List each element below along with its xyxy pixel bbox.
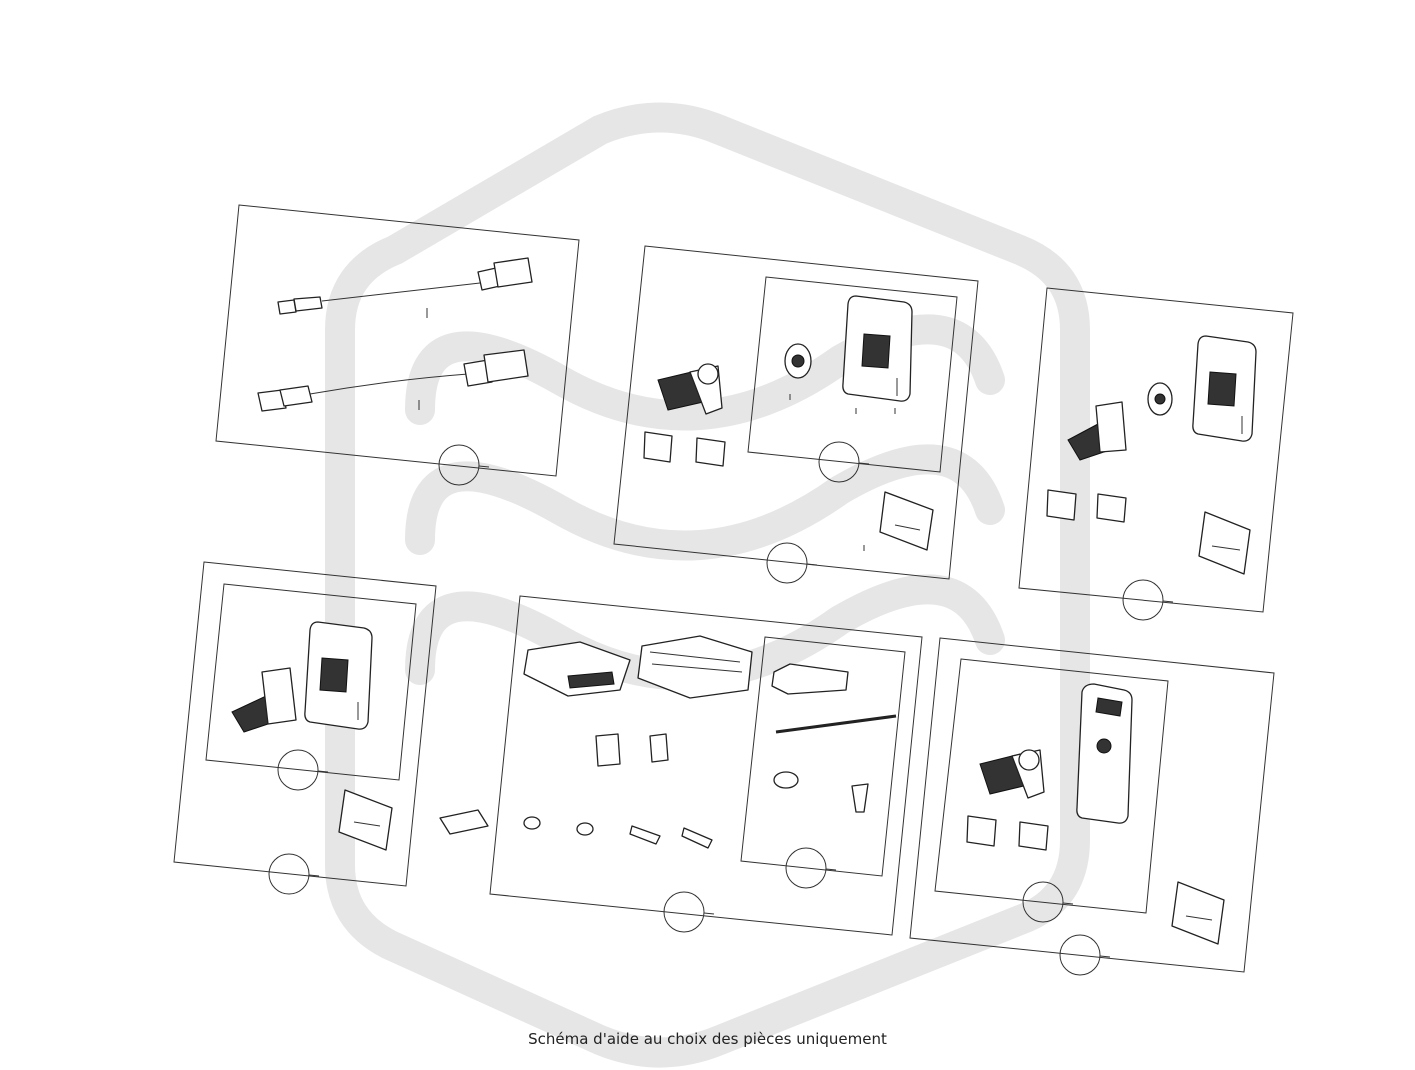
camera-lens bbox=[784, 343, 812, 379]
fuse-box bbox=[637, 635, 753, 699]
camera-bracket bbox=[1067, 401, 1127, 461]
adhesive-pad bbox=[338, 789, 393, 851]
box-camera-kit-1 bbox=[613, 245, 979, 584]
clip-pair bbox=[643, 431, 726, 467]
callout-circle bbox=[1122, 579, 1164, 621]
box-camera-kit-4 bbox=[909, 637, 1275, 976]
push-clips bbox=[773, 771, 869, 813]
camera-connector bbox=[979, 749, 1045, 799]
usb-cable-upper bbox=[277, 257, 533, 318]
box-control-modules bbox=[439, 595, 923, 936]
camera-cover bbox=[1076, 683, 1133, 824]
usb-cable-lower bbox=[257, 349, 529, 412]
sd-card bbox=[439, 809, 489, 835]
camera-connector bbox=[657, 363, 723, 415]
callout-circle bbox=[268, 853, 310, 895]
adhesive-pad bbox=[1171, 881, 1225, 945]
callout-circle bbox=[663, 891, 705, 933]
box-camera-kit-2 bbox=[1018, 287, 1294, 621]
adhesive-pad bbox=[879, 491, 934, 551]
camera-cover bbox=[1192, 335, 1257, 442]
box-camera-kit-3 bbox=[173, 561, 437, 895]
clip-pair bbox=[1046, 489, 1127, 523]
callout-circle bbox=[785, 847, 827, 889]
callout-circle bbox=[1059, 934, 1101, 976]
adhesive-pad bbox=[1198, 511, 1251, 575]
camera-cover bbox=[304, 621, 373, 730]
gps-module bbox=[771, 663, 849, 695]
fasteners bbox=[523, 816, 713, 849]
callout-circle bbox=[766, 542, 808, 584]
watermark-logo bbox=[325, 102, 1090, 1068]
callout-circle bbox=[277, 749, 319, 791]
callout-circle bbox=[1022, 881, 1064, 923]
callout-circle bbox=[438, 444, 480, 486]
box-usb-cables bbox=[215, 204, 580, 486]
camera-bracket bbox=[231, 667, 297, 733]
ecu-module bbox=[523, 641, 631, 697]
diagram-caption: Schéma d'aide au choix des pièces unique… bbox=[528, 1030, 887, 1048]
camera-cover bbox=[842, 295, 913, 402]
antenna-wire bbox=[775, 714, 897, 734]
clip-pair bbox=[966, 815, 1049, 851]
callout-circle bbox=[818, 441, 860, 483]
relay-pair bbox=[595, 733, 669, 767]
camera-lens bbox=[1147, 382, 1173, 416]
